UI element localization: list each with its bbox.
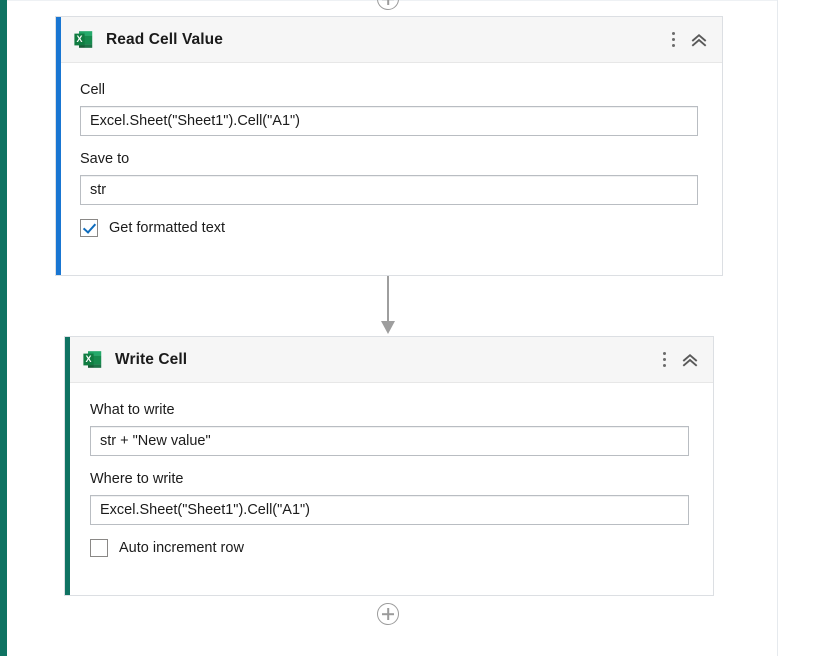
kebab-menu-icon[interactable] — [651, 345, 677, 375]
connector-line — [387, 276, 389, 324]
field-input-save-to[interactable]: str — [80, 175, 698, 205]
double-chevron-up-icon[interactable] — [677, 345, 703, 375]
svg-text:X: X — [85, 354, 91, 364]
field-label-cell: Cell — [80, 82, 105, 98]
panel-divider — [777, 0, 778, 656]
add-step-button-top[interactable] — [377, 0, 399, 10]
checkbox-auto-increment-row[interactable] — [90, 539, 108, 557]
checkbox-row-auto-increment-row[interactable]: Auto increment row — [90, 539, 689, 557]
flow-connector-arrow — [381, 276, 395, 336]
action-card-read-cell-value[interactable]: X Read Cell Value Cell Excel.Sheet("Shee… — [55, 16, 723, 276]
connector-arrowhead — [381, 321, 395, 334]
field-label-save-to: Save to — [80, 151, 130, 167]
flow-scope-rail — [0, 0, 7, 656]
field-input-what-to-write[interactable]: str + "New value" — [90, 426, 689, 456]
card-accent-bar — [56, 17, 61, 275]
add-step-button-bottom[interactable] — [377, 603, 399, 625]
svg-text:X: X — [76, 34, 82, 44]
checkbox-label-auto-increment-row: Auto increment row — [119, 540, 244, 556]
card-body: Cell Excel.Sheet("Sheet1").Cell("A1") Sa… — [56, 63, 722, 237]
field-label-what-to-write: What to write — [90, 402, 175, 418]
action-card-write-cell[interactable]: X Write Cell What to write str + "New va… — [64, 336, 714, 596]
double-chevron-up-icon[interactable] — [686, 25, 712, 55]
checkbox-get-formatted-text[interactable] — [80, 219, 98, 237]
excel-icon: X — [82, 349, 103, 370]
card-accent-bar — [65, 337, 70, 595]
card-body: What to write str + "New value" Where to… — [65, 383, 713, 557]
kebab-menu-icon[interactable] — [660, 25, 686, 55]
field-input-cell[interactable]: Excel.Sheet("Sheet1").Cell("A1") — [80, 106, 698, 136]
field-label-where-to-write: Where to write — [90, 471, 184, 487]
card-title: Read Cell Value — [106, 30, 223, 48]
field-input-where-to-write[interactable]: Excel.Sheet("Sheet1").Cell("A1") — [90, 495, 689, 525]
checkbox-label-get-formatted-text: Get formatted text — [109, 220, 226, 236]
card-title: Write Cell — [115, 350, 188, 368]
checkbox-row-get-formatted-text[interactable]: Get formatted text — [80, 219, 698, 237]
card-header: X Read Cell Value — [56, 17, 722, 63]
card-header: X Write Cell — [65, 337, 713, 383]
excel-icon: X — [73, 29, 94, 50]
